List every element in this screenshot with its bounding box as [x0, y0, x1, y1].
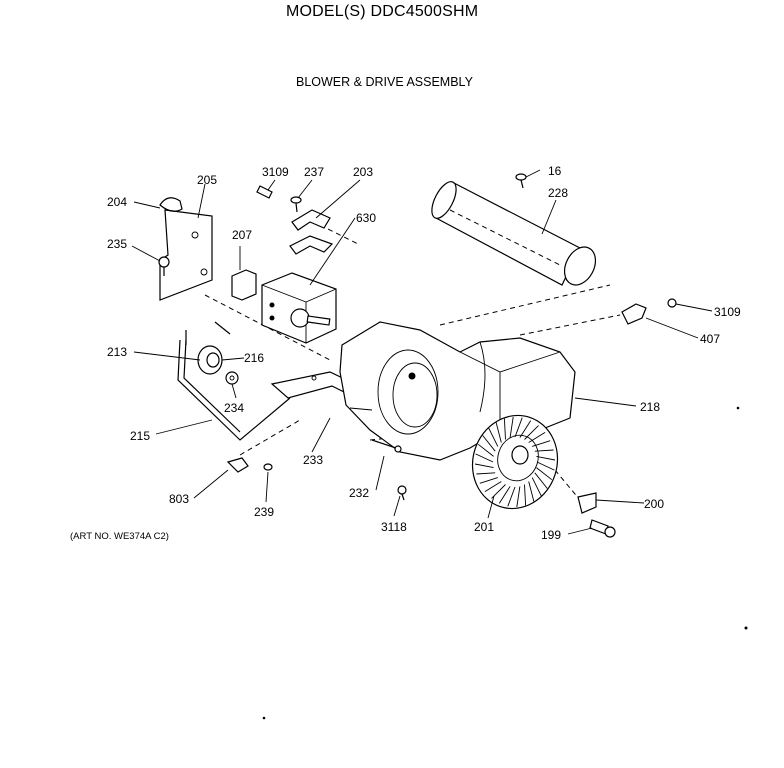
- callout-407: 407: [700, 332, 720, 346]
- callout-228: 228: [548, 186, 568, 200]
- callout-3118: 3118: [381, 520, 407, 534]
- part-803: [226, 457, 249, 473]
- callout-803: 803: [169, 492, 189, 506]
- callout-199: 199: [541, 528, 561, 542]
- callout-3109-right: 3109: [714, 305, 741, 319]
- idler-frame-215: [177, 321, 291, 441]
- screw-232: [371, 439, 402, 453]
- duct-tube-228: [431, 181, 597, 286]
- screw-3118: [397, 485, 407, 501]
- clip-204: [159, 197, 183, 212]
- pulley-216: [197, 345, 223, 375]
- callout-218: 218: [640, 400, 660, 414]
- callout-207: 207: [232, 228, 252, 242]
- part-3109-right: [667, 298, 677, 308]
- callout-200: 200: [644, 497, 664, 511]
- callout-204: 204: [107, 195, 127, 209]
- callout-234: 234: [224, 401, 244, 415]
- part-407: [621, 303, 647, 325]
- callout-213: 213: [107, 345, 127, 359]
- callout-205: 205: [197, 173, 217, 187]
- callout-630: 630: [356, 211, 376, 225]
- callout-labels: 16 199 200 201 203 204 205 207 213 215 2…: [107, 164, 741, 542]
- callout-leaders: [131, 169, 713, 535]
- art-number: (ART NO. WE374A C2): [70, 531, 169, 542]
- switch-207: [231, 269, 257, 301]
- blower-housing-218: [339, 321, 576, 461]
- callout-215: 215: [130, 429, 150, 443]
- callout-233: 233: [303, 453, 323, 467]
- screw-235: [158, 256, 170, 276]
- clamp-630: [289, 235, 334, 255]
- screw-237: [290, 196, 302, 213]
- callout-3109-top: 3109: [262, 165, 289, 179]
- nut-234: [225, 371, 239, 385]
- bracket-205: [159, 209, 213, 301]
- callout-216: 216: [244, 351, 264, 365]
- callout-232: 232: [349, 486, 369, 500]
- screw-199: [589, 519, 616, 538]
- diagram-subtitle: BLOWER & DRIVE ASSEMBLY: [296, 75, 473, 89]
- screw-239: [263, 463, 273, 471]
- bracket-200: [577, 492, 597, 514]
- callout-239: 239: [254, 505, 274, 519]
- callout-16: 16: [548, 164, 562, 178]
- clamp-203: [291, 209, 331, 231]
- callout-201: 201: [474, 520, 494, 534]
- callout-203: 203: [353, 165, 373, 179]
- scan-specks: [262, 406, 748, 720]
- drive-motor: [261, 272, 337, 344]
- callout-235: 235: [107, 237, 127, 251]
- blower-wheel-201: [471, 414, 559, 510]
- callout-237: 237: [304, 165, 324, 179]
- screw-16: [515, 173, 527, 189]
- diagram-title: MODEL(S) DDC4500SHM: [286, 3, 479, 20]
